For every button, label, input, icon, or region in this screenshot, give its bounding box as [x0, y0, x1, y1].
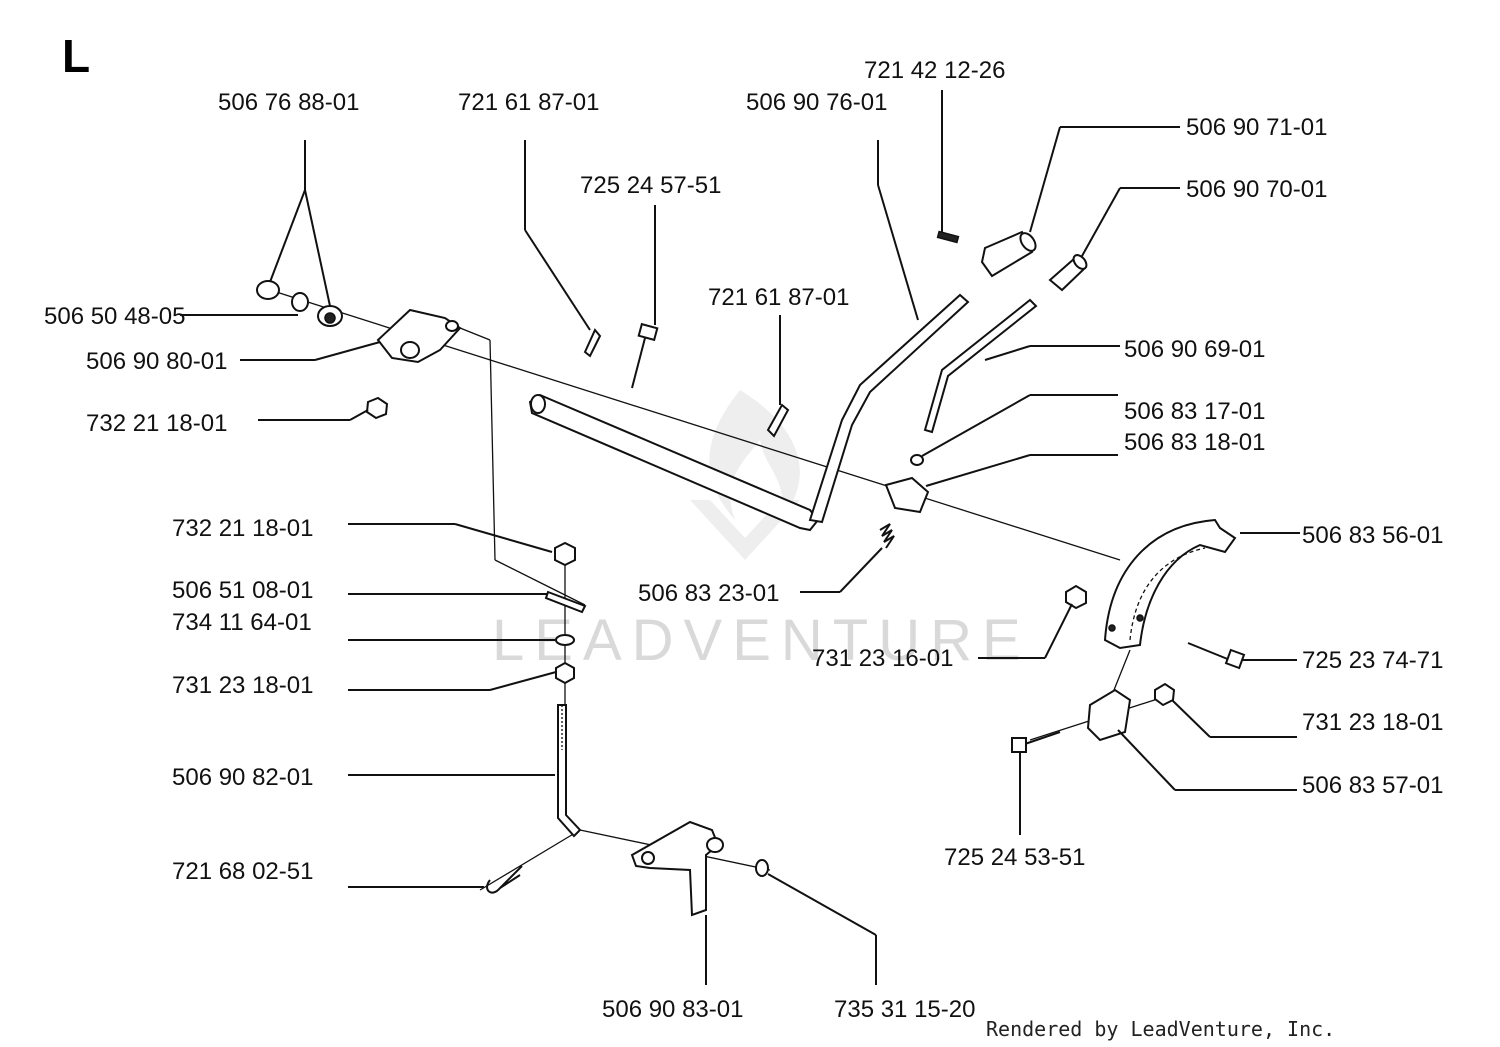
nut-part-2	[1065, 584, 1087, 610]
part-label: 506 76 88-01	[218, 89, 359, 116]
bushing-part	[256, 280, 280, 300]
part-label: 506 90 71-01	[1186, 114, 1327, 141]
bolt-part-2	[1187, 642, 1231, 661]
bolt-part	[631, 337, 646, 389]
grip-part	[980, 230, 1034, 278]
toothed-segment-part	[1103, 518, 1237, 650]
section-letter: L	[62, 30, 90, 82]
nut-part-5	[555, 661, 575, 685]
part-label: 721 61 87-01	[458, 89, 599, 116]
spring-part	[879, 523, 895, 549]
part-label: 506 90 69-01	[1124, 336, 1265, 363]
clamp-block-part	[1086, 688, 1132, 742]
part-label: 506 83 17-01	[1124, 398, 1265, 425]
cotter-pin-part-2	[766, 403, 790, 438]
part-label: 725 23 74-71	[1302, 647, 1443, 674]
rod-part	[923, 298, 1038, 434]
washer-part	[291, 292, 309, 312]
guide-block-part	[884, 476, 930, 514]
ball-part	[910, 454, 924, 466]
hairpin-clip-part	[486, 865, 523, 894]
part-label: 506 50 48-05	[44, 303, 185, 330]
pin-part	[544, 590, 587, 614]
leader-lines	[180, 90, 1300, 985]
nut-part-3	[1154, 682, 1176, 707]
part-label: 731 23 16-01	[812, 645, 953, 672]
threaded-rod-part	[557, 704, 582, 838]
part-label: 506 90 76-01	[746, 89, 887, 116]
part-label: 506 51 08-01	[172, 577, 313, 604]
bolt-part-3	[1021, 731, 1061, 746]
part-label: 506 83 56-01	[1302, 522, 1443, 549]
bellcrank-part	[630, 820, 720, 917]
credit-text: Rendered by LeadVenture, Inc.	[986, 1017, 1335, 1041]
nut-part	[365, 396, 389, 420]
part-label: 506 83 57-01	[1302, 772, 1443, 799]
part-labels: 506 76 88-01 721 61 87-01 506 90 76-01 7…	[44, 57, 1443, 1023]
part-label: 725 24 57-51	[580, 172, 721, 199]
part-label: 506 90 83-01	[602, 996, 743, 1023]
part-label: 731 23 18-01	[172, 672, 313, 699]
part-label: 506 90 70-01	[1186, 176, 1327, 203]
part-label: 734 11 64-01	[172, 609, 312, 636]
parts-drawing	[256, 230, 1246, 917]
roll-pin-part	[936, 230, 960, 244]
watermark-text: LEADVENTURE	[492, 608, 1031, 673]
part-label: 506 83 23-01	[638, 580, 779, 607]
part-label: 725 24 53-51	[944, 844, 1085, 871]
part-label: 721 42 12-26	[864, 57, 1005, 84]
nut-part-4	[554, 541, 576, 567]
part-label: 732 21 18-01	[172, 515, 313, 542]
part-label: 731 23 18-01	[1302, 709, 1443, 736]
washer-part-2	[555, 634, 575, 646]
part-label: 721 61 87-01	[708, 284, 849, 311]
part-label: 506 83 18-01	[1124, 429, 1265, 456]
part-label: 506 90 82-01	[172, 764, 313, 791]
part-label: 732 21 18-01	[86, 410, 227, 437]
cotter-pin-part	[583, 328, 602, 358]
part-label: 735 31 15-20	[834, 996, 975, 1023]
retaining-clip-part	[755, 859, 769, 877]
part-label: 721 68 02-51	[172, 858, 313, 885]
clevis-bracket-part	[376, 308, 462, 364]
shift-lever-part	[808, 293, 970, 524]
part-label: 506 90 80-01	[86, 348, 227, 375]
